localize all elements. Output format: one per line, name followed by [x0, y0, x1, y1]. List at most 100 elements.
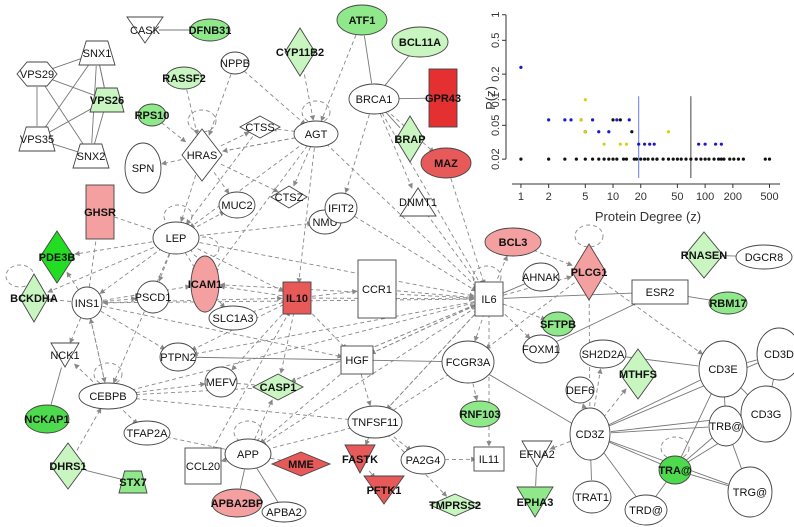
node-ins1[interactable]: INS1 — [71, 286, 103, 320]
edge-ins1-cebpb — [90, 318, 107, 383]
node-hras[interactable]: HRAS — [181, 128, 223, 182]
node-nckap1[interactable]: NCKAP1 — [24, 404, 70, 434]
chart-y-tick-label: 0.02 — [490, 148, 502, 169]
node-trat1[interactable]: TRAT1 — [572, 480, 612, 514]
node-app[interactable]: APP — [224, 438, 272, 470]
edge-atf1-brca1 — [363, 35, 373, 84]
node-maz[interactable]: MAZ — [420, 147, 472, 179]
node-ahnak[interactable]: AHNAK — [522, 262, 561, 292]
node-hgf[interactable]: HGF — [340, 345, 374, 375]
node-nck1[interactable]: NCK1 — [50, 342, 80, 368]
node-def6[interactable]: DEF6 — [565, 376, 595, 404]
node-ccr1[interactable]: CCR1 — [357, 259, 397, 319]
node-plcg1[interactable]: PLCG1 — [571, 243, 608, 301]
node-casp1[interactable]: CASP1 — [252, 373, 304, 401]
chart-point-black — [666, 157, 671, 161]
node-icam1[interactable]: ICAM1 — [188, 255, 222, 313]
node-stx7[interactable]: STX7 — [118, 470, 148, 494]
node-il6[interactable]: IL6 — [474, 281, 504, 317]
node-bckdha[interactable]: BCKDHA — [10, 273, 58, 323]
edge-cd3z-sh2d2a — [592, 368, 603, 414]
node-snx1[interactable]: SNX1 — [78, 40, 116, 66]
node-apba2[interactable]: APBA2 — [261, 501, 307, 523]
node-slc1a3[interactable]: SLC1A3 — [208, 305, 258, 331]
node-pde3b[interactable]: PDE3B — [39, 230, 76, 284]
node-ctss[interactable]: CTSS — [239, 115, 281, 139]
node-label: CD3G — [751, 409, 782, 421]
edge-snx1-vps35 — [44, 63, 90, 129]
node-dnmt1[interactable]: DNMT1 — [399, 187, 437, 217]
edge-cd3z-trd — [602, 450, 637, 498]
node-lep[interactable]: LEP — [152, 221, 200, 255]
node-tnfsf11[interactable]: TNFSF11 — [347, 405, 403, 439]
self-loop-app — [233, 420, 263, 444]
node-cd3d[interactable]: CD3D — [756, 327, 794, 381]
node-ifit2[interactable]: IFIT2 — [324, 192, 358, 224]
node-spn[interactable]: SPN — [124, 142, 162, 194]
node-cyp11b2[interactable]: CYP11B2 — [276, 27, 324, 77]
node-dgcr8[interactable]: DGCR8 — [735, 244, 793, 270]
chart-point-black — [707, 157, 711, 161]
node-dfnb31[interactable]: DFNB31 — [189, 18, 232, 42]
node-label: PFTK1 — [367, 485, 402, 497]
node-label: MME — [288, 459, 314, 471]
edge-vps35-snx2 — [49, 142, 79, 153]
node-snx2[interactable]: SNX2 — [72, 143, 110, 169]
node-agt[interactable]: AGT — [293, 120, 339, 148]
node-cebpb[interactable]: CEBPB — [78, 382, 138, 410]
node-rnf103[interactable]: RNF103 — [460, 400, 501, 428]
node-bcl11a[interactable]: BCL11A — [391, 26, 449, 58]
node-esr2[interactable]: ESR2 — [631, 279, 689, 305]
node-rbm17[interactable]: RBM17 — [708, 291, 748, 315]
node-ccl20[interactable]: CCL20 — [184, 447, 222, 485]
node-il11[interactable]: IL11 — [473, 446, 505, 472]
node-fastk[interactable]: FASTK — [342, 444, 378, 474]
node-pa2g4[interactable]: PA2G4 — [400, 445, 446, 475]
node-foxm1[interactable]: FOXM1 — [522, 334, 560, 364]
node-il10[interactable]: IL10 — [282, 281, 312, 315]
node-rps10[interactable]: RPS10 — [135, 103, 170, 127]
node-cask[interactable]: CASK — [126, 16, 164, 44]
node-efna2[interactable]: EFNA2 — [519, 440, 555, 468]
node-label: SPN — [132, 163, 155, 175]
edge-brca1-brap — [384, 110, 401, 129]
node-cd3z[interactable]: CD3Z — [569, 407, 611, 461]
node-rassf2[interactable]: RASSF2 — [162, 66, 206, 90]
node-trg[interactable]: TRG@ — [727, 466, 773, 518]
node-tra[interactable]: TRA@ — [658, 455, 692, 485]
node-gpr43[interactable]: GPR43 — [425, 68, 461, 128]
chart-point-black — [590, 157, 595, 161]
node-mme[interactable]: MME — [270, 451, 332, 477]
node-apba2bp[interactable]: APBA2BP — [211, 488, 264, 518]
node-pftk1[interactable]: PFTK1 — [363, 475, 405, 505]
node-muc2[interactable]: MUC2 — [218, 191, 256, 219]
node-brap[interactable]: BRAP — [394, 115, 426, 163]
node-pscd1[interactable]: PSCD1 — [135, 280, 172, 314]
node-nppb[interactable]: NPPB — [220, 51, 250, 75]
node-ghsr[interactable]: GHSR — [84, 184, 116, 240]
edge-fcgr3a-tnfsf11 — [388, 373, 450, 414]
node-rnasen[interactable]: RNASEN — [681, 231, 728, 279]
node-epha3[interactable]: EPHA3 — [516, 486, 554, 518]
node-bcl3[interactable]: BCL3 — [484, 227, 542, 257]
node-sh2d2a[interactable]: SH2D2A — [579, 339, 627, 369]
node-fcgr3a[interactable]: FCGR3A — [441, 340, 495, 384]
node-trb[interactable]: TRB@ — [708, 405, 744, 447]
node-cd3g[interactable]: CD3G — [740, 385, 792, 443]
node-trd[interactable]: TRD@ — [624, 494, 668, 526]
node-vps26[interactable]: VPS26 — [89, 87, 125, 113]
node-vps29[interactable]: VPS29 — [16, 61, 58, 87]
node-ctsz[interactable]: CTSZ — [270, 185, 308, 209]
edge-cebpb-tnfsf11 — [121, 396, 359, 423]
node-sftpb[interactable]: SFTPB — [540, 311, 576, 337]
node-cd3e[interactable]: CD3E — [698, 340, 748, 398]
node-dhrs1[interactable]: DHRS1 — [49, 442, 87, 490]
node-vps35[interactable]: VPS35 — [18, 126, 56, 152]
node-ptpn2[interactable]: PTPN2 — [159, 342, 197, 372]
node-atf1[interactable]: ATF1 — [336, 4, 388, 36]
node-tfap2a[interactable]: TFAP2A — [123, 420, 171, 446]
node-brca1[interactable]: BRCA1 — [348, 83, 400, 115]
node-mefv[interactable]: MEFV — [204, 366, 238, 398]
node-mthfs[interactable]: MTHFS — [619, 348, 657, 400]
node-tmprss2[interactable]: TMPRSS2 — [428, 493, 482, 517]
